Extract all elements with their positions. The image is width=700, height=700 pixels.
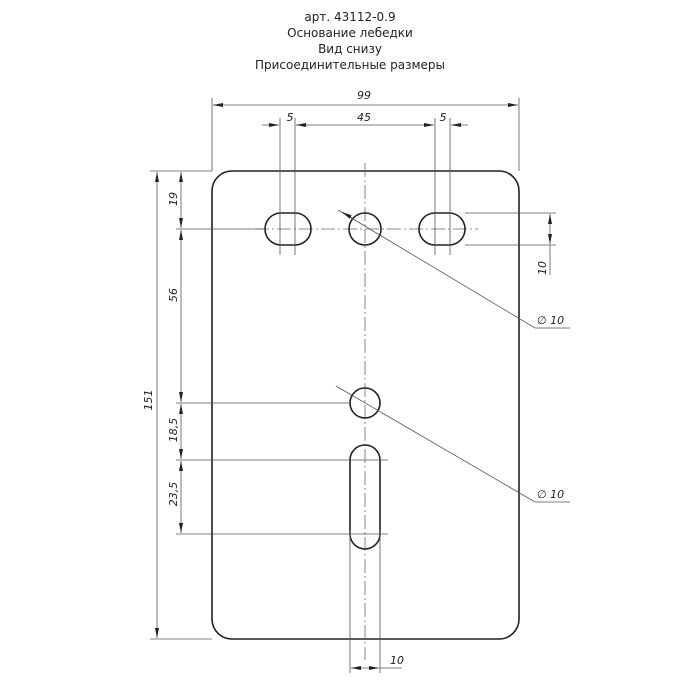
dia-top-hole: ∅ 10 xyxy=(537,314,564,327)
dim-18-5: 18,5 xyxy=(167,418,180,443)
dim-151: 151 xyxy=(142,390,155,411)
leader-top-hole xyxy=(337,209,570,329)
extension-lines-top xyxy=(211,98,520,255)
drawing-subtitle: Присоединительные размеры xyxy=(254,58,445,72)
extension-lines-right xyxy=(465,212,556,246)
slot-top-right xyxy=(418,212,466,246)
dim-23-5: 23,5 xyxy=(167,482,180,507)
leader-middle-hole xyxy=(335,385,570,503)
dim-19: 19 xyxy=(167,192,180,206)
dim-10-right: 10 xyxy=(536,261,549,275)
plate-outline xyxy=(211,170,520,640)
extension-lines-left xyxy=(150,170,388,640)
dim-56: 56 xyxy=(167,288,180,302)
extension-lines-bottom xyxy=(349,530,381,673)
dia-middle-hole: ∅ 10 xyxy=(537,488,564,501)
dim-5-left: 5 xyxy=(287,111,294,124)
dim-45: 45 xyxy=(357,111,371,124)
leader-arrow-top xyxy=(341,211,355,220)
drawing-view: Вид снизу xyxy=(318,42,382,56)
dim-5-right: 5 xyxy=(440,111,447,124)
dim-99: 99 xyxy=(357,89,371,102)
drawing-article: арт. 43112-0.9 xyxy=(304,10,396,24)
slot-vertical xyxy=(349,444,381,550)
drawing-name: Основание лебедки xyxy=(287,26,413,40)
hole-top-center xyxy=(348,212,382,246)
dim-10-bottom: 10 xyxy=(390,654,404,667)
